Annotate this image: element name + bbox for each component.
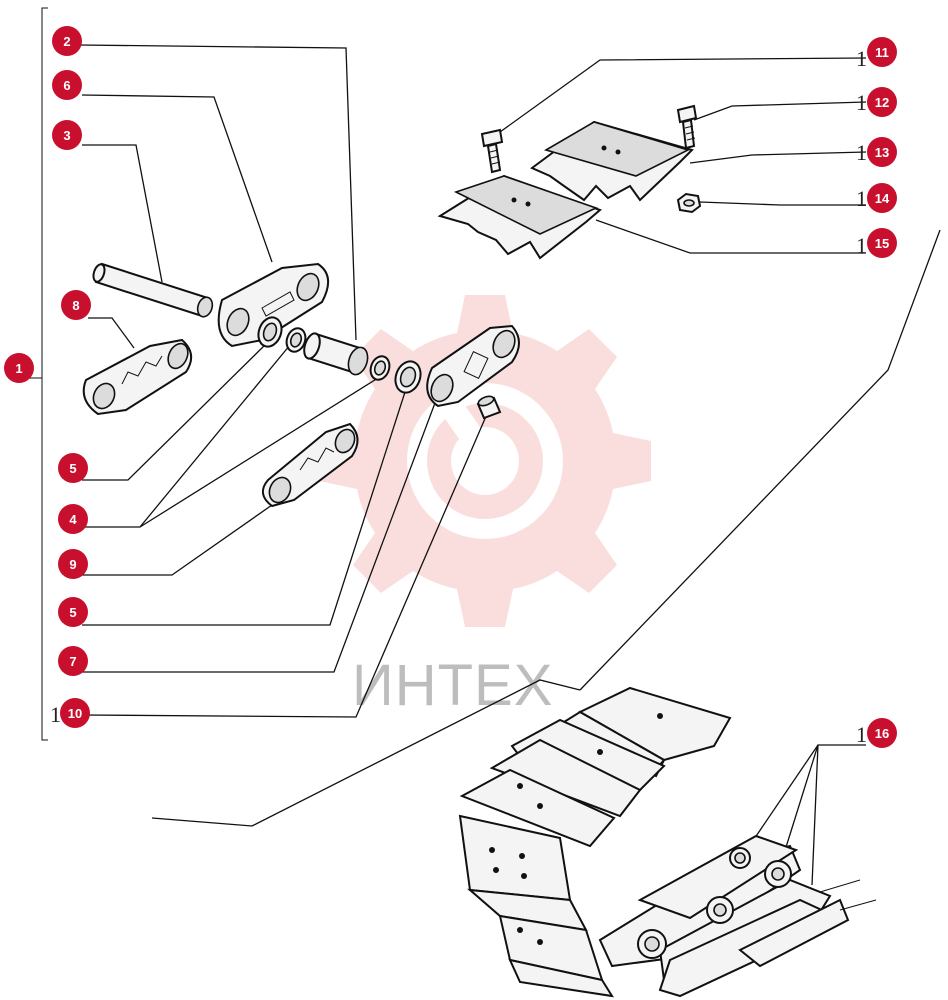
callout-c6: 6 xyxy=(52,70,82,100)
callout-c5b: 5 xyxy=(58,597,88,627)
callout-badge-circle xyxy=(61,290,91,320)
callout-c14: 14 xyxy=(867,183,897,213)
ghost-prefix-14: 1 xyxy=(856,186,867,211)
part-13-track-shoe xyxy=(530,120,694,202)
part-12-bolt xyxy=(676,104,698,150)
callout-c3: 3 xyxy=(52,120,82,150)
callout-c11: 11 xyxy=(867,37,897,67)
part-9-link-plate xyxy=(261,422,359,508)
callout-badge-circle xyxy=(4,353,34,383)
callout-c9: 9 xyxy=(58,549,88,579)
part-10-dowel xyxy=(476,395,502,420)
callout-label: 4 xyxy=(69,512,77,527)
callout-label: 9 xyxy=(69,557,76,572)
callout-badge-circle xyxy=(867,137,897,167)
ghost-prefix-12: 1 xyxy=(856,90,867,115)
callout-label: 5 xyxy=(69,461,76,476)
leader-lines xyxy=(79,44,941,886)
callout-badge-circle xyxy=(52,70,82,100)
callout-label: 13 xyxy=(875,145,889,160)
callout-c1: 1 xyxy=(4,353,34,383)
callout-c2: 2 xyxy=(52,26,82,56)
part-8-link-plate xyxy=(82,338,193,416)
callout-label: 10 xyxy=(68,706,82,721)
callout-label: 5 xyxy=(69,605,76,620)
callout-c5a: 5 xyxy=(58,453,88,483)
callout-badge-circle xyxy=(52,120,82,150)
callout-badge-circle xyxy=(58,453,88,483)
callout-badge-circle xyxy=(867,87,897,117)
callout-label: 15 xyxy=(875,236,889,251)
callout-badge-circle xyxy=(867,718,897,748)
part-5-seal-upper xyxy=(257,316,283,348)
assembly-bracket xyxy=(30,7,48,741)
part-2-bushing xyxy=(303,332,369,376)
part-11-bolt xyxy=(480,128,504,174)
part-4-ring-right xyxy=(369,355,391,381)
part-16-track-assembly xyxy=(458,686,877,998)
part-6-link-plate xyxy=(217,262,329,348)
callout-label: 6 xyxy=(63,78,70,93)
callout-badge-circle xyxy=(52,26,82,56)
callout-badge-circle xyxy=(58,597,88,627)
ghost-prefix-11: 1 xyxy=(856,46,867,71)
ghost-prefix-13: 1 xyxy=(856,140,867,165)
callout-c10: 10 xyxy=(60,698,90,728)
callout-label: 7 xyxy=(69,654,76,669)
callout-c7: 7 xyxy=(58,646,88,676)
callout-label: 14 xyxy=(875,191,890,206)
part-7-link-plate xyxy=(426,324,520,408)
callout-label: 8 xyxy=(72,298,79,313)
callout-label: 11 xyxy=(875,45,889,60)
part-3-pin xyxy=(92,262,214,318)
part-4-ring-left xyxy=(285,327,307,353)
callout-badge-circle xyxy=(867,183,897,213)
callout-c13: 13 xyxy=(867,137,897,167)
callout-label: 1 xyxy=(15,361,22,376)
callout-label: 16 xyxy=(875,726,889,741)
callout-c16: 16 xyxy=(867,718,897,748)
ghost-prefix-10: 1 xyxy=(50,702,61,727)
callout-label: 3 xyxy=(63,128,70,143)
callout-c15: 15 xyxy=(867,228,897,258)
callout-badge-circle xyxy=(58,504,88,534)
watermark-text: ИНТЕХ xyxy=(352,653,553,718)
part-15-track-shoe xyxy=(437,174,602,260)
part-5-seal-lower xyxy=(394,360,422,394)
ghost-prefixes: 1 1 1 1 1 1 1 xyxy=(50,46,867,747)
callout-c12: 12 xyxy=(867,87,897,117)
callout-badge-circle xyxy=(58,646,88,676)
callout-label: 2 xyxy=(63,34,70,49)
callout-badge-circle xyxy=(867,228,897,258)
ghost-prefix-16: 1 xyxy=(856,722,867,747)
callout-badge-circle xyxy=(60,698,90,728)
callout-label: 12 xyxy=(875,95,889,110)
part-14-nut xyxy=(676,192,702,214)
callout-badge-circle xyxy=(58,549,88,579)
callout-badge-circle xyxy=(867,37,897,67)
callout-c8: 8 xyxy=(61,290,91,320)
ghost-prefix-15: 1 xyxy=(856,233,867,258)
callout-c4: 4 xyxy=(58,504,88,534)
